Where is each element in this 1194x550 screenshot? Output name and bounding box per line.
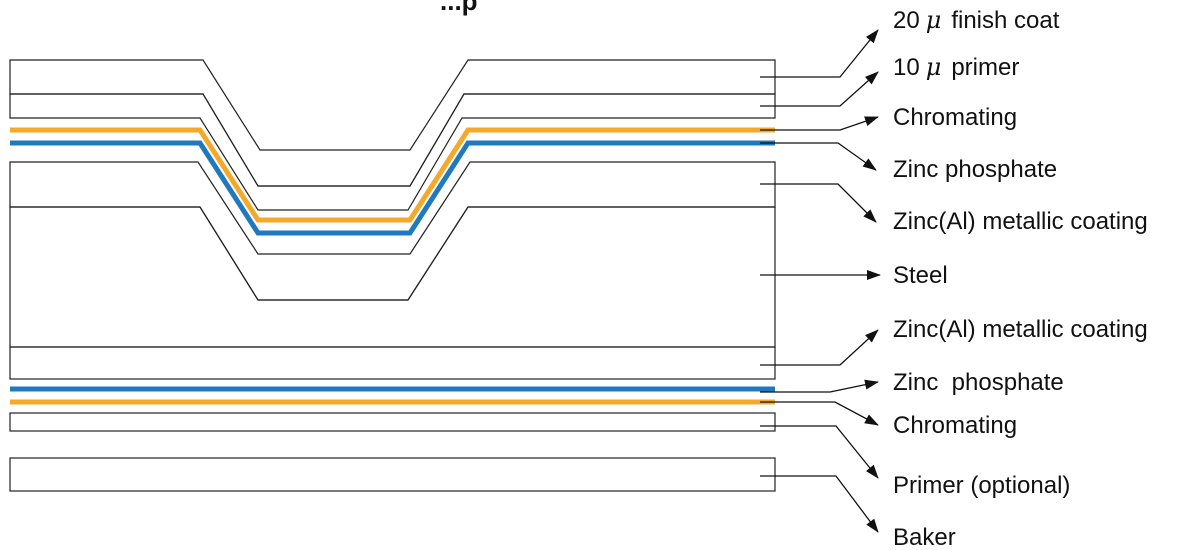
- leader-zinc-phosphate-bottom: [760, 379, 879, 393]
- leader-chromating-top: [760, 116, 879, 131]
- zinc-phosphate-top-layer: [10, 140, 775, 236]
- label-baker: Baker: [893, 524, 956, 550]
- leader-chromating-bottom: [760, 401, 879, 426]
- primer-top-layer: [9, 93, 776, 211]
- primer-bottom-layer: [9, 412, 776, 432]
- chromating-top-layer: [10, 127, 775, 223]
- label-zinc-phosphate-bottom: Zinc phosphate: [893, 369, 1064, 396]
- leader-metallic-coating-top: [760, 183, 877, 223]
- label-zinc-phosphate-top: Zinc phosphate: [893, 156, 1057, 183]
- label-metallic-coating-bottom: Zinc(Al) metallic coating: [893, 316, 1148, 343]
- leader-finish-coat: [760, 29, 879, 78]
- title-fragment: ...p: [440, 0, 478, 16]
- label-chromating-top: Chromating: [893, 104, 1017, 131]
- leader-primer-optional: [760, 425, 879, 479]
- finish-coat-layer: [9, 59, 776, 187]
- label-primer-optional: Primer (optional): [893, 472, 1070, 499]
- label-steel: Steel: [893, 262, 948, 289]
- leader-baker: [760, 475, 879, 533]
- metallic-coating-bottom-layer: [9, 346, 776, 380]
- steel-layer: [9, 206, 776, 348]
- leader-metallic-coating-bottom: [760, 329, 879, 366]
- label-metallic-coating-top: Zinc(Al) metallic coating: [893, 208, 1148, 235]
- leader-lines: [760, 29, 881, 533]
- label-chromating-bottom: Chromating: [893, 412, 1017, 439]
- primer-optional-layer: [9, 457, 776, 492]
- leader-primer: [760, 71, 879, 107]
- leader-zinc-phosphate-top: [760, 142, 877, 171]
